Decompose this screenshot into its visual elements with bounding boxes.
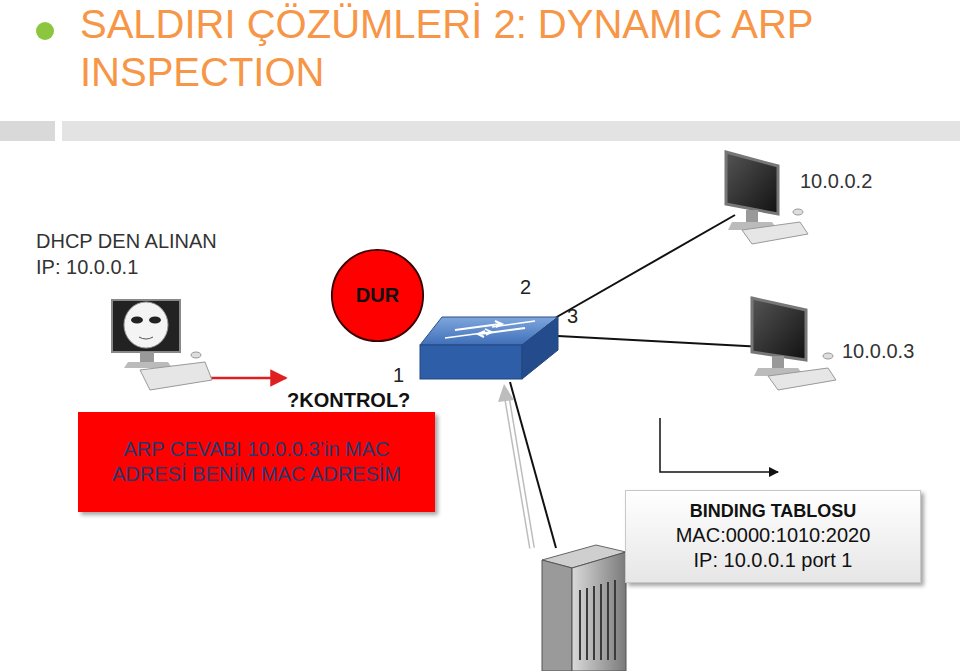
table-heading: BINDING TABLOSU [690, 500, 857, 523]
ip-label: 10.0.0.3 [842, 338, 914, 364]
dhcp-arrow [498, 384, 532, 548]
port-number: 2 [520, 274, 531, 300]
port-number: 1 [393, 362, 404, 388]
attacker-computer [112, 300, 212, 390]
binding-table: BINDING TABLOSUMAC:0000:1010:2020IP: 10.… [625, 490, 921, 583]
title-bar [62, 121, 960, 141]
ip-note: DHCP DEN ALINAN IP: 10.0.0.1 [36, 228, 241, 280]
title-bullet [36, 22, 54, 40]
computer-icon [726, 152, 808, 244]
table-row: IP: 10.0.0.1 port 1 [694, 548, 853, 573]
ip-label: 10.0.0.2 [800, 168, 872, 194]
dhcp-server [542, 545, 626, 671]
stop-circle: DUR [330, 248, 425, 343]
port-number: 3 [567, 303, 578, 329]
arp-reply-box: ARP CEVABI 10.0.0.3’in MAC ADRESİ BENİM … [78, 412, 435, 512]
check-label: ?KONTROL? [287, 387, 410, 413]
arp-reply-text: ARP CEVABI 10.0.0.3’in MAC ADRESİ BENİM … [90, 437, 423, 487]
stop-text: DUR [356, 283, 399, 308]
computer-icon [752, 298, 836, 390]
pointer-arrow [660, 418, 778, 472]
slide-title: SALDIRI ÇÖZÜMLERİ 2: DYNAMIC ARP INSPECT… [80, 0, 860, 96]
switch-icon [420, 317, 558, 379]
title-bar [0, 121, 55, 141]
table-row: MAC:0000:1010:2020 [676, 523, 871, 548]
network-cable [558, 336, 765, 347]
